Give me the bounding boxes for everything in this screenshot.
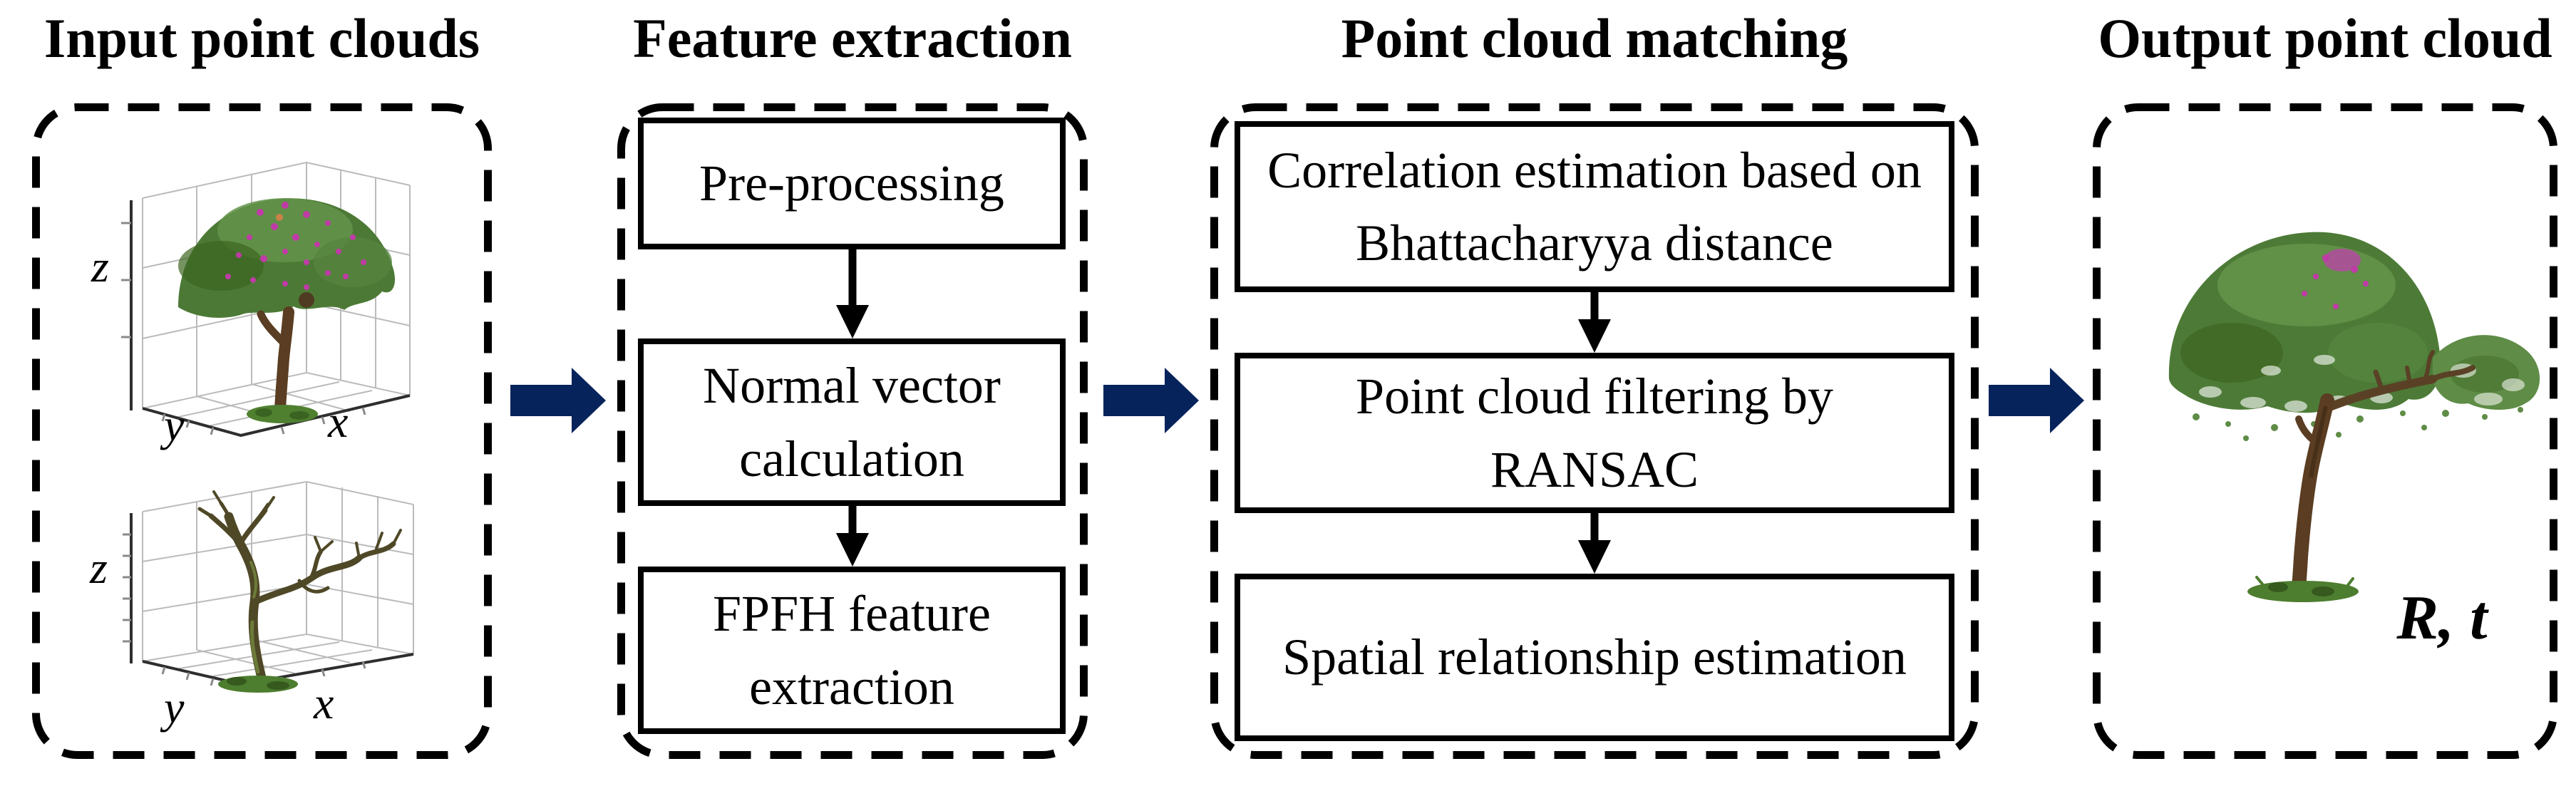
step-label: Point cloud filtering by RANSAC <box>1356 368 1833 498</box>
output-column: R, t <box>2093 103 2557 759</box>
step-box-normal-vector: Normal vector calculation <box>638 338 1066 506</box>
down-arrow-icon <box>836 506 869 567</box>
z-axis-label: z <box>89 542 108 593</box>
sparse-point-speckle <box>2193 407 2523 441</box>
down-arrow-icon <box>1578 513 1611 574</box>
branches <box>2327 350 2475 410</box>
feature-extraction-column: Pre-processing Normal vector calculation… <box>617 103 1088 759</box>
point-cloud-matching-column: Correlation estimation based on Bhattach… <box>1210 103 1979 759</box>
axis-ticks <box>121 222 366 435</box>
flow-arrow-icon <box>1989 368 2084 433</box>
merged-canopy <box>2168 232 2540 441</box>
input-point-cloud-plot-1: z y x <box>91 161 411 450</box>
y-axis-label: y <box>160 682 185 733</box>
output-column-title: Output point cloud <box>2098 7 2552 69</box>
step-label: Normal vector calculation <box>703 357 1001 487</box>
y-axis-label: y <box>160 400 185 450</box>
feature-column-title: Feature extraction <box>633 7 1072 69</box>
down-arrow-icon <box>1578 292 1611 353</box>
input-dashed-border <box>32 103 492 759</box>
grid-wireframe <box>142 480 414 686</box>
z-axis-label: z <box>91 241 109 291</box>
step-label: Pre-processing <box>699 155 1004 212</box>
output-dashed-border <box>2093 103 2557 759</box>
grass <box>2247 576 2359 602</box>
step-label: FPFH feature extraction <box>713 585 991 715</box>
matching-dashed-border <box>1210 103 1979 759</box>
transform-parameters-label: R, t <box>2396 584 2488 653</box>
step-box-correlation: Correlation estimation based on Bhattach… <box>1235 121 1954 292</box>
step-label: Correlation estimation based on Bhattach… <box>1267 141 1922 272</box>
step-box-pre-processing: Pre-processing <box>638 118 1066 249</box>
feature-dashed-border <box>617 103 1088 759</box>
axis-spines <box>130 513 414 686</box>
trunk <box>2292 393 2334 596</box>
step-box-spatial-relationship: Spatial relationship estimation <box>1235 574 1954 741</box>
input-point-cloud-plot-2: z y x <box>89 480 414 733</box>
flower-points <box>225 202 366 290</box>
step-box-fpfh: FPFH feature extraction <box>638 567 1066 734</box>
bare-tree-point-cloud <box>197 490 402 686</box>
flow-arrow-icon <box>510 368 606 433</box>
flow-arrow-icon <box>1103 368 1199 433</box>
output-point-cloud-image <box>2168 232 2540 602</box>
matching-column-title: Point cloud matching <box>1341 7 1848 69</box>
leafy-tree-point-cloud <box>178 198 396 423</box>
input-column: z y x <box>32 103 492 759</box>
x-axis-label: x <box>313 678 334 728</box>
input-column-title: Input point clouds <box>43 7 480 69</box>
step-label: Spatial relationship estimation <box>1282 629 1907 686</box>
step-box-ransac-filtering: Point cloud filtering by RANSAC <box>1235 353 1954 513</box>
axis-spines <box>130 200 411 438</box>
moss-highlights <box>249 561 260 674</box>
x-axis-label: x <box>327 396 348 447</box>
down-arrow-icon <box>836 249 869 338</box>
